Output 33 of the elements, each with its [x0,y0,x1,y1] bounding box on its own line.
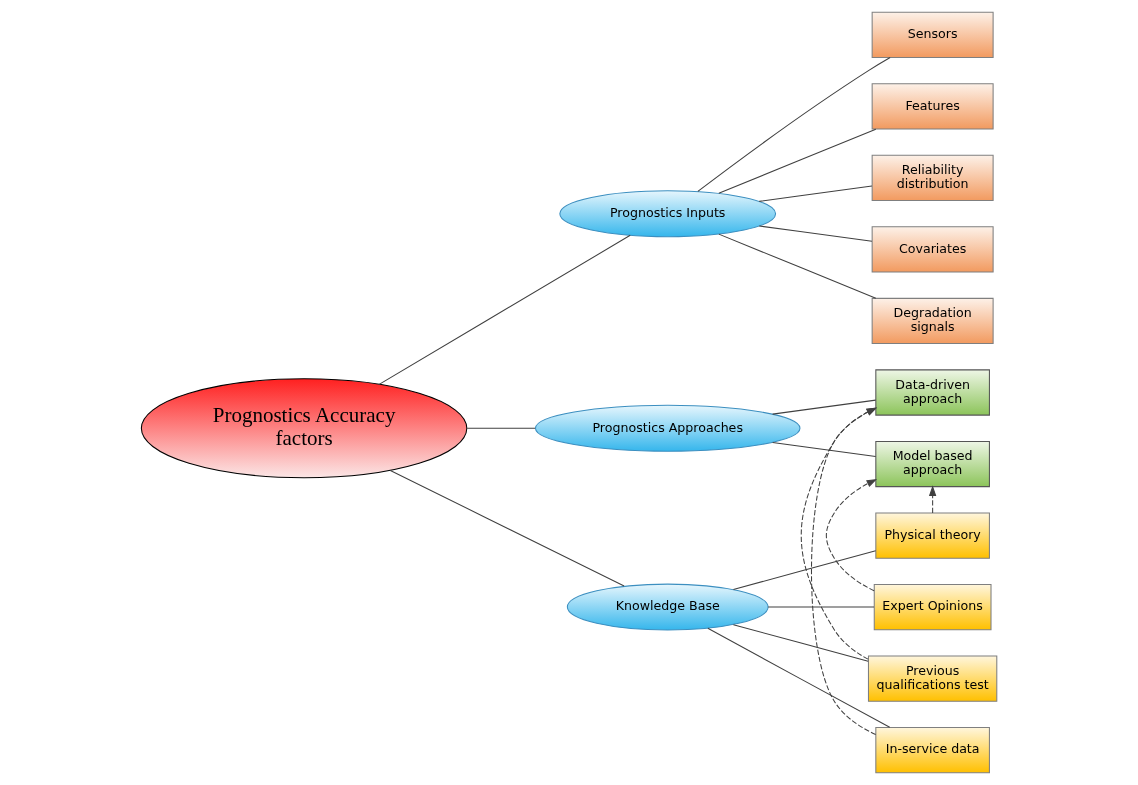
node-box: Physical theory [875,512,990,559]
node-box: Previous qualifications test [867,655,998,702]
connector [718,233,877,299]
node-ellipse: Prognostics Approaches [534,404,801,452]
connector [758,225,873,242]
connector [758,185,873,202]
arrow [800,407,878,660]
connector [697,57,891,192]
node-box: Reliability distribution [871,154,994,202]
node-box: Sensors [871,11,994,58]
node-box: In-service data [875,727,990,774]
node-box: Expert Opinions [873,583,992,631]
node-box: Model based approach [875,440,990,488]
node-ellipse: Prognostics Inputs [559,190,777,238]
connector [389,469,625,587]
connector [466,427,536,429]
connector [378,234,631,385]
connector [772,399,877,415]
connector [732,550,877,590]
arrow [810,407,878,735]
connector [772,441,877,457]
node-box: Covariates [871,226,994,273]
node-box: Degradation signals [871,297,994,345]
arrow [825,479,878,592]
node-ellipse: Prognostics Accuracy factors [140,378,468,479]
node-ellipse: Knowledge Base [566,583,769,631]
node-box: Data-driven approach [875,369,990,416]
connector [718,128,877,194]
connector [767,606,875,608]
connector [707,627,891,728]
node-box: Features [871,83,994,130]
connector [732,624,869,662]
arrow [928,485,937,514]
